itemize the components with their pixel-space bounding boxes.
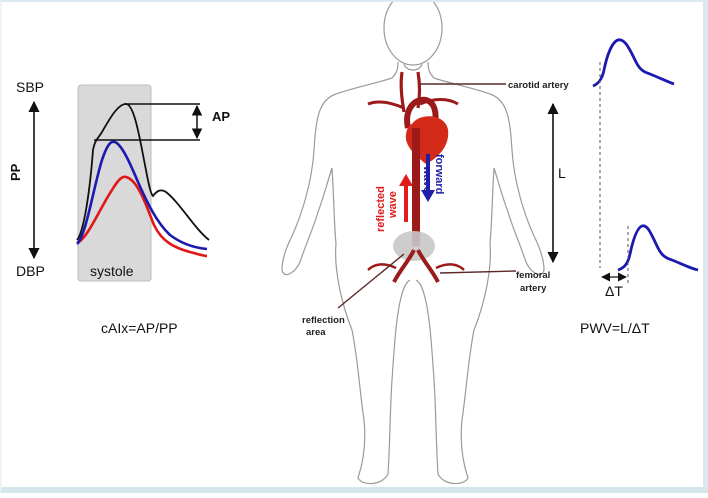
sbp-label: SBP [16, 79, 44, 95]
body-right-outline [415, 61, 545, 485]
iliac-right [416, 249, 440, 283]
pressure-wave-blue [75, 140, 208, 251]
femoral-label-1: femoral [516, 270, 550, 281]
systole-box [77, 84, 152, 282]
forward-wave-label-1: forward [433, 154, 445, 194]
reflection-label-1: reflection [302, 315, 345, 326]
ap-label: AP [212, 109, 230, 124]
femoral-branch-left [367, 263, 397, 271]
pp-label: PP [8, 163, 23, 181]
reflection-area [393, 231, 435, 261]
femoral-pulse-wave [617, 224, 699, 272]
reflected-wave-arrow [399, 174, 413, 222]
aortic-arch [404, 96, 439, 129]
forward-wave-label-2: wave [421, 165, 433, 193]
right-panel: L ΔT PWV=L/ΔT [547, 38, 699, 336]
body-left-outline [281, 61, 411, 485]
femoral-pointer [439, 270, 517, 274]
caix-formula: cAIx=AP/PP [101, 320, 178, 336]
femoral-branch-right [435, 263, 465, 271]
reflected-wave-label-1: reflected [375, 186, 387, 232]
reflection-pointer [337, 253, 405, 309]
delta-t-label: ΔT [605, 283, 623, 299]
forward-wave-arrow [421, 154, 435, 202]
length-label: L [558, 165, 566, 181]
head-outline [383, 0, 443, 66]
carotid-pulse-wave [592, 38, 675, 88]
body-silhouette [281, 0, 545, 485]
reflected-wave-label-2: wave [387, 191, 399, 219]
pressure-wave-red [76, 175, 208, 258]
reflection-label-2: area [306, 327, 326, 338]
annotations: carotid artery femoral artery reflection… [302, 80, 569, 338]
carotid-label: carotid artery [508, 80, 569, 91]
dbp-label: DBP [16, 263, 45, 279]
pwv-formula: PWV=L/ΔT [580, 320, 650, 336]
carotid-artery-right [416, 71, 422, 109]
subclavian-left [367, 100, 405, 110]
neck-outline [403, 63, 423, 71]
systole-label: systole [90, 263, 134, 279]
femoral-label-2: artery [520, 283, 547, 294]
pressure-wave-black [76, 103, 210, 241]
left-panel: SBP DBP PP AP systole cAIx=AP/PP [8, 79, 230, 336]
wave-arrows: forward wave reflected wave [375, 154, 445, 232]
iliac-left [392, 249, 416, 283]
arterial-tree [367, 71, 465, 283]
